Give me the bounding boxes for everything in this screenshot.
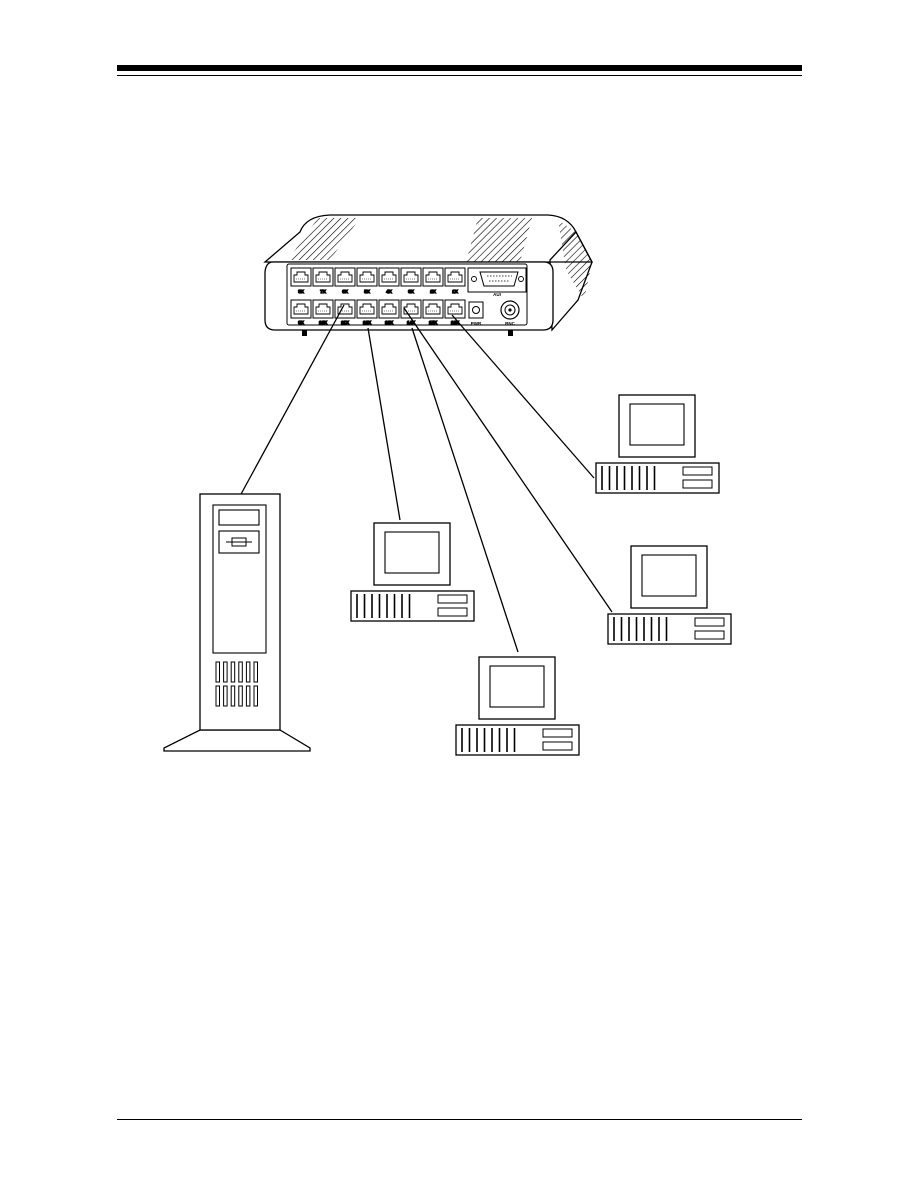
- aui-label: AUI: [493, 292, 501, 297]
- footer-rule: [117, 1119, 802, 1120]
- bottom-port-label: 12X: [363, 320, 371, 325]
- pwr-label: PWR: [471, 321, 482, 326]
- bottom-port-16x[interactable]: [444, 299, 466, 319]
- top-port-row: 8X 7X 6X 5X 4X 3X 2X 1X: [290, 267, 466, 295]
- top-port-1x[interactable]: [444, 267, 466, 287]
- hub-foot-left: [302, 330, 307, 336]
- server-vent-slot: [245, 685, 251, 707]
- top-port-label: 3X: [408, 289, 414, 294]
- workstation-1-computer: [350, 522, 475, 622]
- server-vents: [215, 661, 258, 707]
- monitor: [373, 522, 451, 586]
- server-vent-slot: [253, 661, 258, 683]
- cable-workstation-2: [411, 327, 519, 653]
- bottom-port-13x[interactable]: [378, 299, 400, 319]
- server-vent-slot: [230, 661, 236, 683]
- cable-workstation-4: [451, 314, 595, 479]
- bottom-port-label: 16X: [451, 320, 459, 325]
- desktop-unit: [595, 462, 720, 494]
- bottom-port-row: 9X 10X 11X 12X 13X 14X 15X 16X: [290, 299, 466, 326]
- desktop-unit: [350, 590, 475, 622]
- workstation-2-computer: [455, 656, 580, 756]
- server-vent-slot: [215, 661, 220, 683]
- hub-hatch-right: [466, 218, 532, 262]
- hub-hatch-left: [288, 218, 360, 260]
- top-port-label: 7X: [320, 289, 326, 294]
- hub-front-inner: [286, 263, 528, 326]
- top-port-label: 8X: [298, 289, 304, 294]
- server-drive-bay: [218, 509, 260, 526]
- bottom-port-label: 11X: [341, 320, 349, 325]
- header-rule-thin: [117, 75, 802, 76]
- bottom-port-label: 15X: [429, 320, 437, 325]
- top-port-label: 4X: [386, 289, 392, 294]
- workstation-2: [455, 656, 580, 756]
- server-vent-slot: [238, 685, 243, 707]
- server-vent-slot: [223, 685, 228, 707]
- bottom-port-label: 13X: [385, 320, 393, 325]
- top-port-6x[interactable]: [334, 267, 356, 287]
- top-port-label: 5X: [364, 289, 370, 294]
- cable-workstation-3: [403, 307, 613, 613]
- monitor: [630, 545, 708, 609]
- cables: [239, 304, 613, 653]
- bottom-port-10x[interactable]: [312, 299, 334, 319]
- server-vent-slot: [245, 661, 251, 683]
- server-front-panel: [212, 504, 267, 654]
- bnc-connector[interactable]: [500, 300, 520, 320]
- server-tower: [163, 493, 311, 752]
- cable-workstation-1: [367, 327, 401, 521]
- top-port-label: 2X: [430, 289, 436, 294]
- server-vent-slot: [238, 661, 243, 683]
- workstation-3: [607, 545, 732, 645]
- bottom-port-12x[interactable]: [356, 299, 378, 319]
- bnc-label: BNC: [505, 321, 515, 326]
- top-port-4x[interactable]: [378, 267, 400, 287]
- desktop-unit: [607, 613, 732, 645]
- bottom-port-label: 9X: [298, 320, 304, 325]
- monitor: [478, 656, 556, 720]
- workstation-3-computer: [607, 545, 732, 645]
- workstation-4: [595, 394, 720, 494]
- server-vent-slot: [215, 685, 220, 707]
- header-rule-thick: [117, 65, 802, 71]
- bottom-port-label: 10X: [319, 320, 327, 325]
- bottom-port-15x[interactable]: [422, 299, 444, 319]
- bottom-port-9x[interactable]: [290, 299, 312, 319]
- server-base: [163, 729, 311, 752]
- hub-hatch-side: [558, 220, 592, 300]
- server-vent-slot: [253, 685, 258, 707]
- aui-port[interactable]: [467, 267, 527, 293]
- cable-server: [239, 304, 345, 497]
- workstation-1: [350, 522, 475, 622]
- monitor: [618, 394, 696, 458]
- top-port-8x[interactable]: [290, 267, 312, 287]
- bottom-port-14x[interactable]: [400, 299, 422, 319]
- server-vent-slot: [223, 661, 228, 683]
- top-port-3x[interactable]: [400, 267, 422, 287]
- workstation-4-computer: [595, 394, 720, 494]
- top-port-2x[interactable]: [422, 267, 444, 287]
- bottom-port-label: 14X: [407, 320, 415, 325]
- top-port-label: 6X: [342, 289, 348, 294]
- ethernet-hub: 8X 7X 6X 5X 4X 3X 2X 1X 9X 10X 11X 12X 13X 14X 15X 16X…: [263, 214, 594, 336]
- top-port-label: 1X: [452, 289, 458, 294]
- server-vent-slot: [230, 685, 236, 707]
- top-port-5x[interactable]: [356, 267, 378, 287]
- top-port-7x[interactable]: [312, 267, 334, 287]
- desktop-unit: [455, 724, 580, 756]
- hub-foot-right: [508, 330, 513, 336]
- power-jack[interactable]: [468, 301, 484, 319]
